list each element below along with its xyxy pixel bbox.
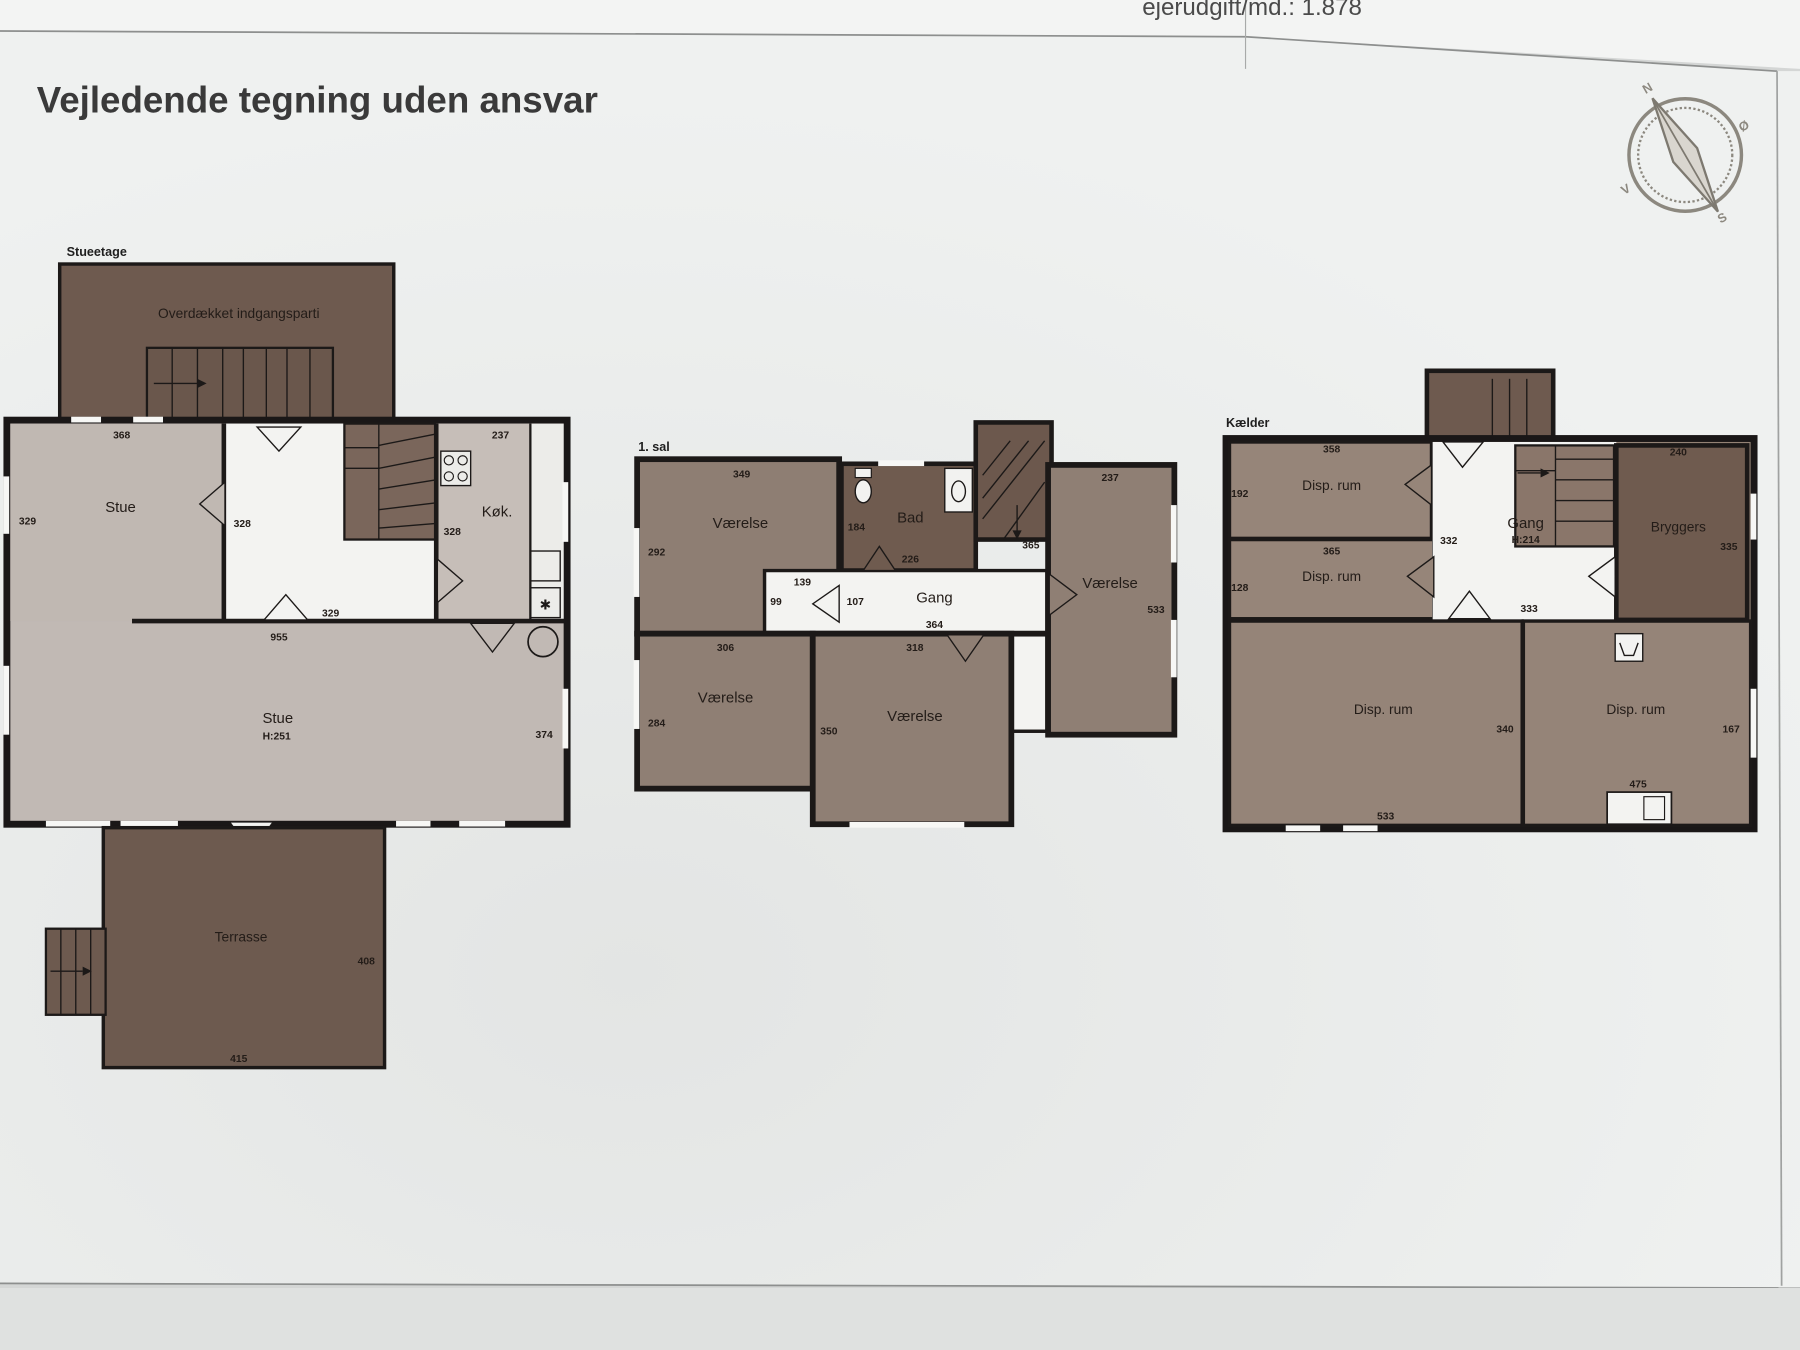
basement-windows	[1285, 493, 1757, 832]
bryggers-depth: 335	[1720, 542, 1737, 553]
terrace-name: Terrasse	[215, 929, 268, 944]
vaerelse-nw-depth: 292	[648, 548, 665, 559]
kitchen-appliances: ✱	[440, 423, 564, 658]
upper-floor-windows	[633, 460, 1177, 828]
entrance-label: Overdækket indgangsparti	[158, 306, 319, 321]
stue-1-width: 368	[113, 431, 130, 442]
vaerelse-s-width: 318	[906, 643, 923, 654]
hall-ground-width: 329	[322, 608, 339, 619]
room-disp-2	[1227, 537, 1436, 621]
vaerelse-e-name: Værelse	[1082, 575, 1138, 592]
sal-1-label: 1. sal	[638, 440, 670, 454]
kitchen-width: 237	[492, 431, 509, 442]
room-stue-1	[10, 423, 224, 622]
vaerelse-sw-width: 306	[717, 643, 734, 654]
page-title: Vejledende tegning uden ansvar	[37, 80, 598, 121]
disp-2-name: Disp. rum	[1302, 569, 1361, 584]
disp-3-depth: 340	[1496, 724, 1513, 735]
stueetage-label: Stueetage	[67, 245, 127, 259]
terrace-width: 415	[230, 1054, 247, 1065]
disp-2-depth: 128	[1231, 583, 1248, 594]
vaerelse-e-width: 237	[1101, 473, 1118, 484]
vaerelse-s-name: Værelse	[887, 708, 943, 725]
stue-2-height: H:251	[263, 731, 291, 742]
vaerelse-nw-name: Værelse	[713, 515, 769, 532]
bryggers-name: Bryggers	[1651, 520, 1706, 535]
stue-2-name: Stue	[262, 710, 293, 727]
hall-basement-height: H:214	[1512, 535, 1540, 546]
bath-fixtures	[854, 467, 974, 513]
stue-2-width: 955	[270, 633, 287, 644]
disp-4-width: 475	[1630, 780, 1647, 791]
entrance-stairs	[145, 346, 335, 421]
hall-upper-name: Gang	[916, 590, 952, 607]
hall-basement-depth: 332	[1440, 536, 1457, 547]
hall-upper-niche	[1008, 633, 1049, 733]
basement-doors	[1403, 441, 1616, 620]
hall-basement-width: 333	[1520, 604, 1537, 615]
terrace-steps	[44, 927, 107, 1016]
svg-text:✱: ✱	[540, 598, 552, 614]
bath-width: 226	[902, 555, 919, 566]
room-vaerelse-sw	[634, 630, 816, 792]
hall-upper-dim-a: 139	[794, 577, 811, 588]
hall-upper-width: 364	[926, 620, 943, 631]
floor-plan-stueetage: Stueetage Overdækket indgangsparti	[3, 245, 571, 1070]
stue-1-depth: 329	[19, 517, 36, 528]
vaerelse-nw-width: 349	[733, 470, 750, 481]
floor-plan-kaelder: Kælder	[1222, 368, 1758, 833]
room-vaerelse-s	[809, 630, 1015, 828]
vaerelse-e-depth: 533	[1147, 605, 1164, 616]
basement-fixtures	[1606, 632, 1673, 826]
floor-plan-1-sal: 1. sal	[633, 420, 1178, 828]
kaelder-label: Kælder	[1226, 416, 1270, 430]
bath-name: Bad	[897, 509, 924, 526]
kitchen-name: Køk.	[482, 504, 513, 521]
vaerelse-sw-depth: 284	[648, 719, 665, 730]
hall-basement-name: Gang	[1507, 515, 1543, 532]
bryggers-width: 240	[1670, 448, 1687, 459]
basement-entrance-stairs	[1424, 368, 1556, 441]
hall-ground-depth: 328	[234, 519, 251, 530]
room-disp-3	[1227, 619, 1524, 828]
stue-1-name: Stue	[105, 499, 136, 516]
disp-3-name: Disp. rum	[1354, 702, 1413, 717]
disp-1-width: 358	[1323, 444, 1340, 455]
terrace-depth: 408	[358, 956, 375, 967]
cost-snippet: ejerudgift/md.: 1.878	[1142, 0, 1362, 21]
hall-upper-dim-b: 99	[770, 597, 782, 608]
basement-stairs	[1514, 444, 1616, 548]
disp-3-width: 533	[1377, 812, 1394, 823]
hall-stairs	[343, 422, 438, 541]
disp-4-depth: 167	[1723, 724, 1740, 735]
bath-depth: 184	[848, 522, 865, 533]
disp-1-depth: 192	[1231, 489, 1248, 500]
ground-floor-windows	[3, 416, 569, 827]
disp-4-name: Disp. rum	[1606, 702, 1665, 717]
room-terrace	[101, 825, 387, 1070]
disp-2-width: 365	[1323, 546, 1340, 557]
vaerelse-sw-name: Værelse	[698, 690, 754, 707]
disp-1-name: Disp. rum	[1302, 478, 1361, 493]
vaerelse-s-depth: 350	[820, 727, 837, 738]
upper-floor-doors	[811, 545, 1078, 663]
upper-stairs	[973, 420, 1054, 542]
stair-dimension: 365	[1022, 541, 1039, 552]
hall-upper-dim-c: 107	[847, 597, 864, 608]
ground-floor-doors	[198, 426, 516, 853]
kitchen-depth: 328	[444, 527, 461, 538]
stue-2-depth: 374	[536, 730, 553, 741]
